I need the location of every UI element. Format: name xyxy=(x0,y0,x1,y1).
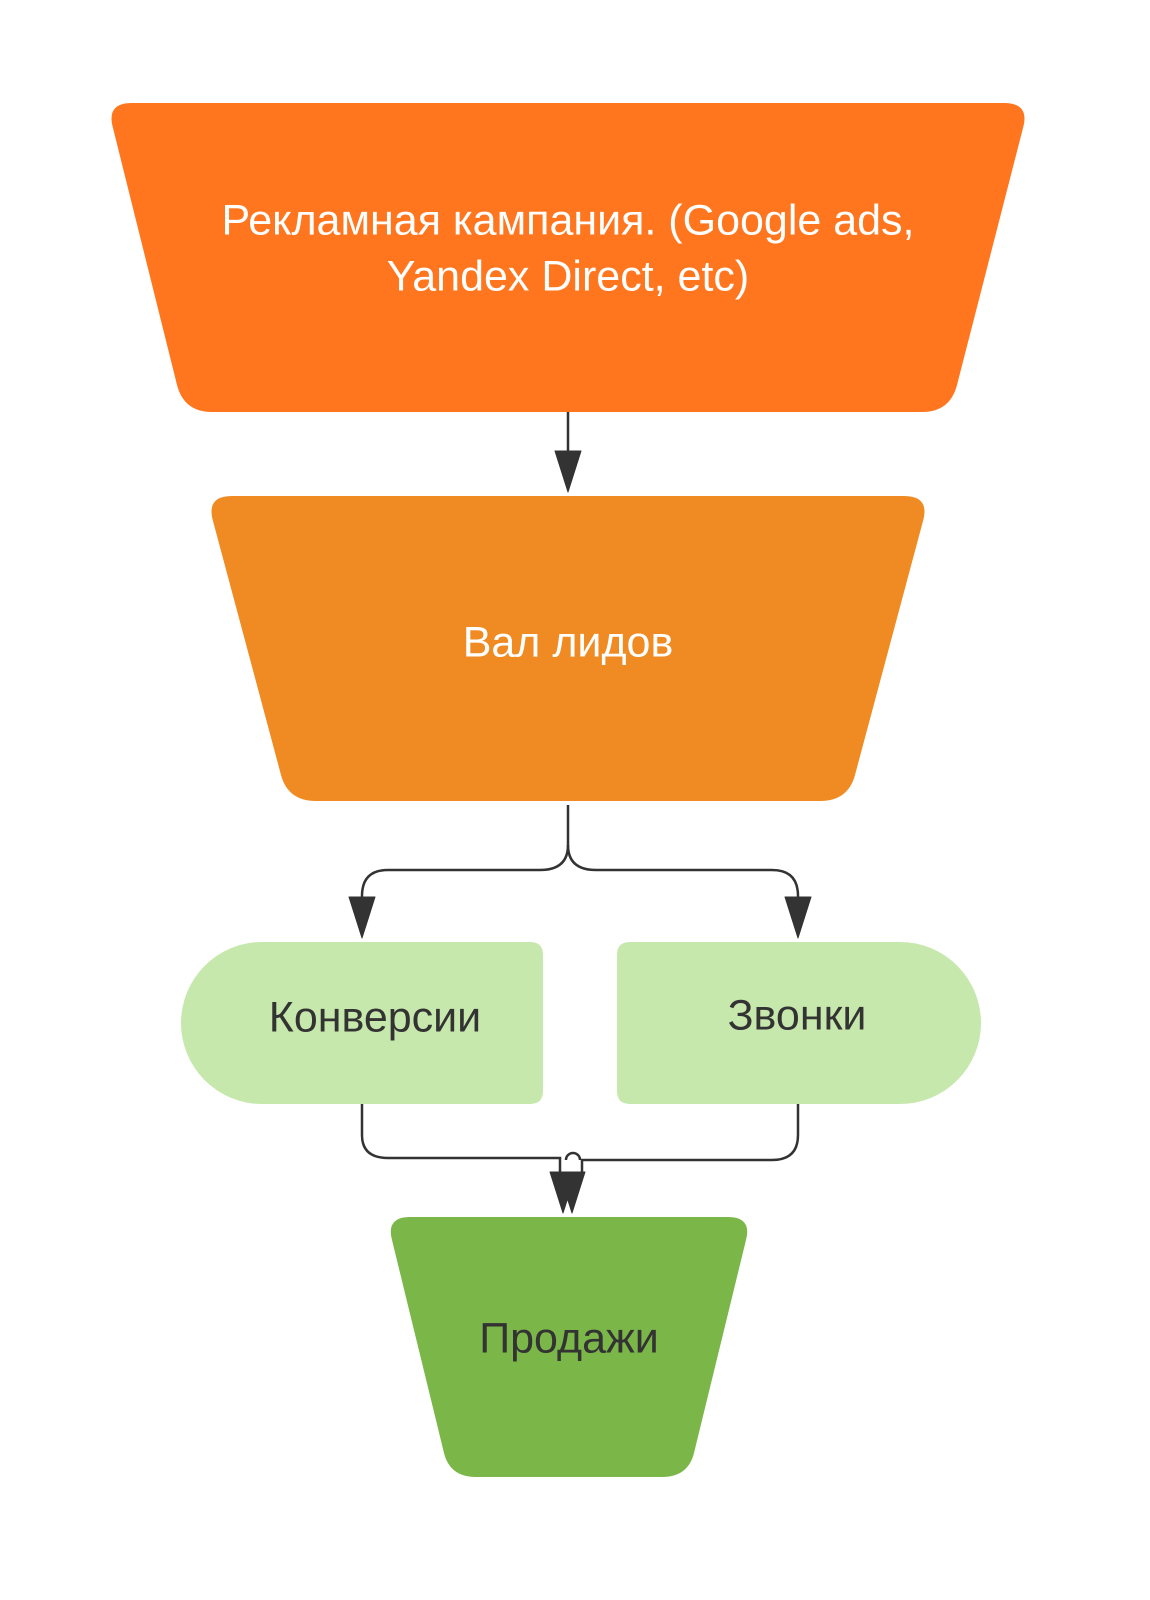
connector-calls-to-sales xyxy=(580,1104,800,1175)
node-calls-label: Звонки xyxy=(728,991,867,1039)
connector-leads-split xyxy=(348,805,812,939)
node-conversions-shape xyxy=(181,942,543,1104)
connector-merge-to-sales xyxy=(360,1104,800,1214)
connector-leads-to-conversions xyxy=(360,805,570,900)
node-sales[interactable]: Продажи xyxy=(390,1217,748,1477)
node-conversions[interactable]: Конверсии xyxy=(181,942,543,1104)
connector-hop-over xyxy=(564,1151,582,1161)
node-leads-shape xyxy=(211,496,925,801)
node-conversions-label: Конверсии xyxy=(269,993,481,1041)
connector-leads-to-calls xyxy=(566,844,800,900)
arrowhead-sales-right xyxy=(558,1171,586,1214)
node-calls[interactable]: Звонки xyxy=(617,942,981,1104)
node-ad-campaign-label-line2: Yandex Direct, etc) xyxy=(387,252,749,300)
arrowhead-leads xyxy=(554,450,582,493)
node-ad-campaign-shape xyxy=(111,103,1025,412)
node-calls-shape xyxy=(617,942,981,1104)
node-sales-shape xyxy=(390,1217,748,1477)
arrowhead-conversions xyxy=(348,896,376,939)
node-leads[interactable]: Вал лидов xyxy=(211,496,925,801)
node-sales-label: Продажи xyxy=(479,1314,659,1362)
connector-conversions-to-sales xyxy=(360,1104,562,1175)
arrowhead-calls xyxy=(784,896,812,939)
connector-ad-to-leads xyxy=(554,412,582,493)
node-ad-campaign[interactable]: Рекламная кампания. (Google ads, Yandex … xyxy=(111,103,1025,412)
node-ad-campaign-label-line1: Рекламная кампания. (Google ads, xyxy=(221,196,914,244)
node-leads-label: Вал лидов xyxy=(463,618,674,666)
